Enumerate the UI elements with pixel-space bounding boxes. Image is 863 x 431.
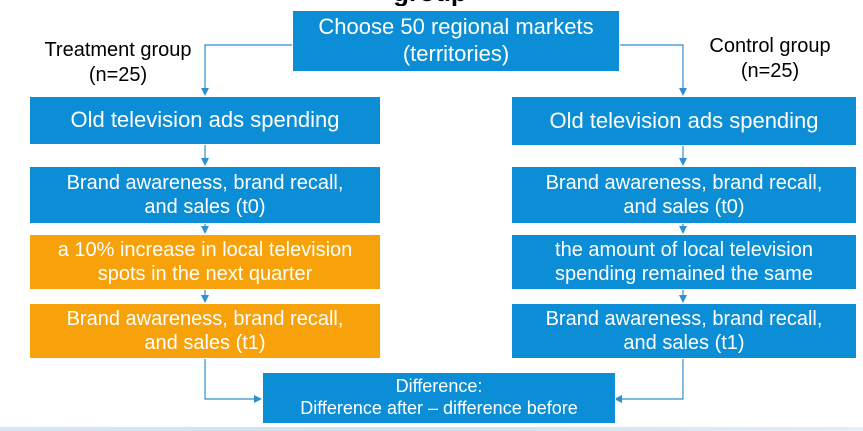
control-pre-measure-box: Brand awareness, brand recall, and sales… [511,166,857,224]
select-markets-box: Choose 50 regional markets (territories) [292,10,620,72]
treatment-old-spending-box: Old television ads spending [29,96,381,145]
control-group-label: Control group (n=25) [709,35,831,82]
arrow-right-to-difference [614,359,684,403]
bottom-divider [0,427,863,431]
arrow-top-to-control [620,44,687,96]
treatment-pre-measure-box: Brand awareness, brand recall, and sales… [29,166,381,224]
control-intervention-box: the amount of local television spending … [511,234,857,290]
arrow-top-to-treatment [201,44,292,96]
treatment-group-label: Treatment group (n=25) [44,39,192,86]
treatment-intervention-box: a 10% increase in local television spots… [29,234,381,290]
arrow-left-to-difference [204,359,262,403]
control-old-spending-box: Old television ads spending [511,96,857,146]
control-post-measure-box: Brand awareness, brand recall, and sales… [511,303,857,359]
treatment-post-measure-box: Brand awareness, brand recall, and sales… [29,303,381,359]
difference-box: Difference: Difference after – differenc… [262,372,616,424]
page-title-partial: group [330,0,530,6]
